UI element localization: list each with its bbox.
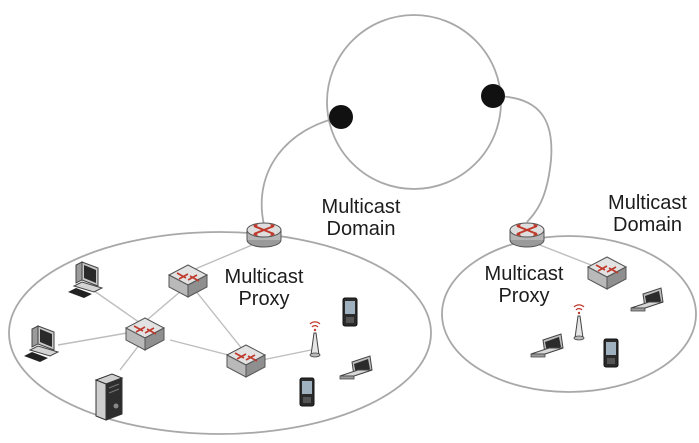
smartphone-icon	[603, 338, 619, 368]
left-domain-label: Multicast Domain	[303, 196, 419, 240]
wireless-access-point-icon	[573, 304, 585, 341]
link	[261, 349, 312, 361]
right-proxy-label-line2: Proxy	[498, 285, 550, 307]
wireless-access-point-icon	[309, 321, 321, 358]
switch-icon	[587, 256, 627, 290]
right-domain-label-line2: Domain	[613, 214, 682, 236]
router-icon	[509, 222, 545, 248]
right-uplink	[492, 95, 553, 223]
left-domain-label-line2: Domain	[326, 218, 396, 240]
switch-icon	[226, 344, 266, 378]
right-proxy-label: Multicast Proxy	[468, 263, 580, 307]
link	[89, 287, 144, 326]
left-proxy-label-line1: Multicast	[224, 266, 304, 288]
backbone-node-right	[481, 84, 505, 108]
link	[187, 239, 265, 273]
smartphone-icon	[299, 377, 315, 407]
laptop-icon	[630, 287, 664, 312]
left-uplink	[260, 116, 342, 226]
backbone-node-left	[329, 105, 353, 129]
right-proxy-label-line1: Multicast	[484, 263, 564, 285]
laptop-icon	[339, 355, 373, 380]
left-domain-label-line1: Multicast	[321, 196, 401, 218]
desktop-computer-icon	[23, 325, 59, 363]
backbone-ring	[326, 14, 502, 190]
smartphone-icon	[342, 297, 358, 327]
right-domain-label: Multicast Domain	[596, 192, 699, 236]
server-icon	[95, 373, 123, 421]
right-network-ellipse	[441, 235, 697, 393]
router-icon	[246, 222, 282, 248]
left-proxy-label: Multicast Proxy	[208, 266, 320, 310]
link	[57, 332, 128, 346]
switch-icon	[125, 317, 165, 351]
left-network-ellipse	[8, 231, 432, 435]
link	[194, 289, 244, 351]
left-proxy-label-line2: Proxy	[238, 288, 290, 310]
laptop-icon	[530, 333, 564, 358]
switch-icon	[168, 264, 208, 298]
right-domain-label-line1: Multicast	[608, 192, 687, 214]
